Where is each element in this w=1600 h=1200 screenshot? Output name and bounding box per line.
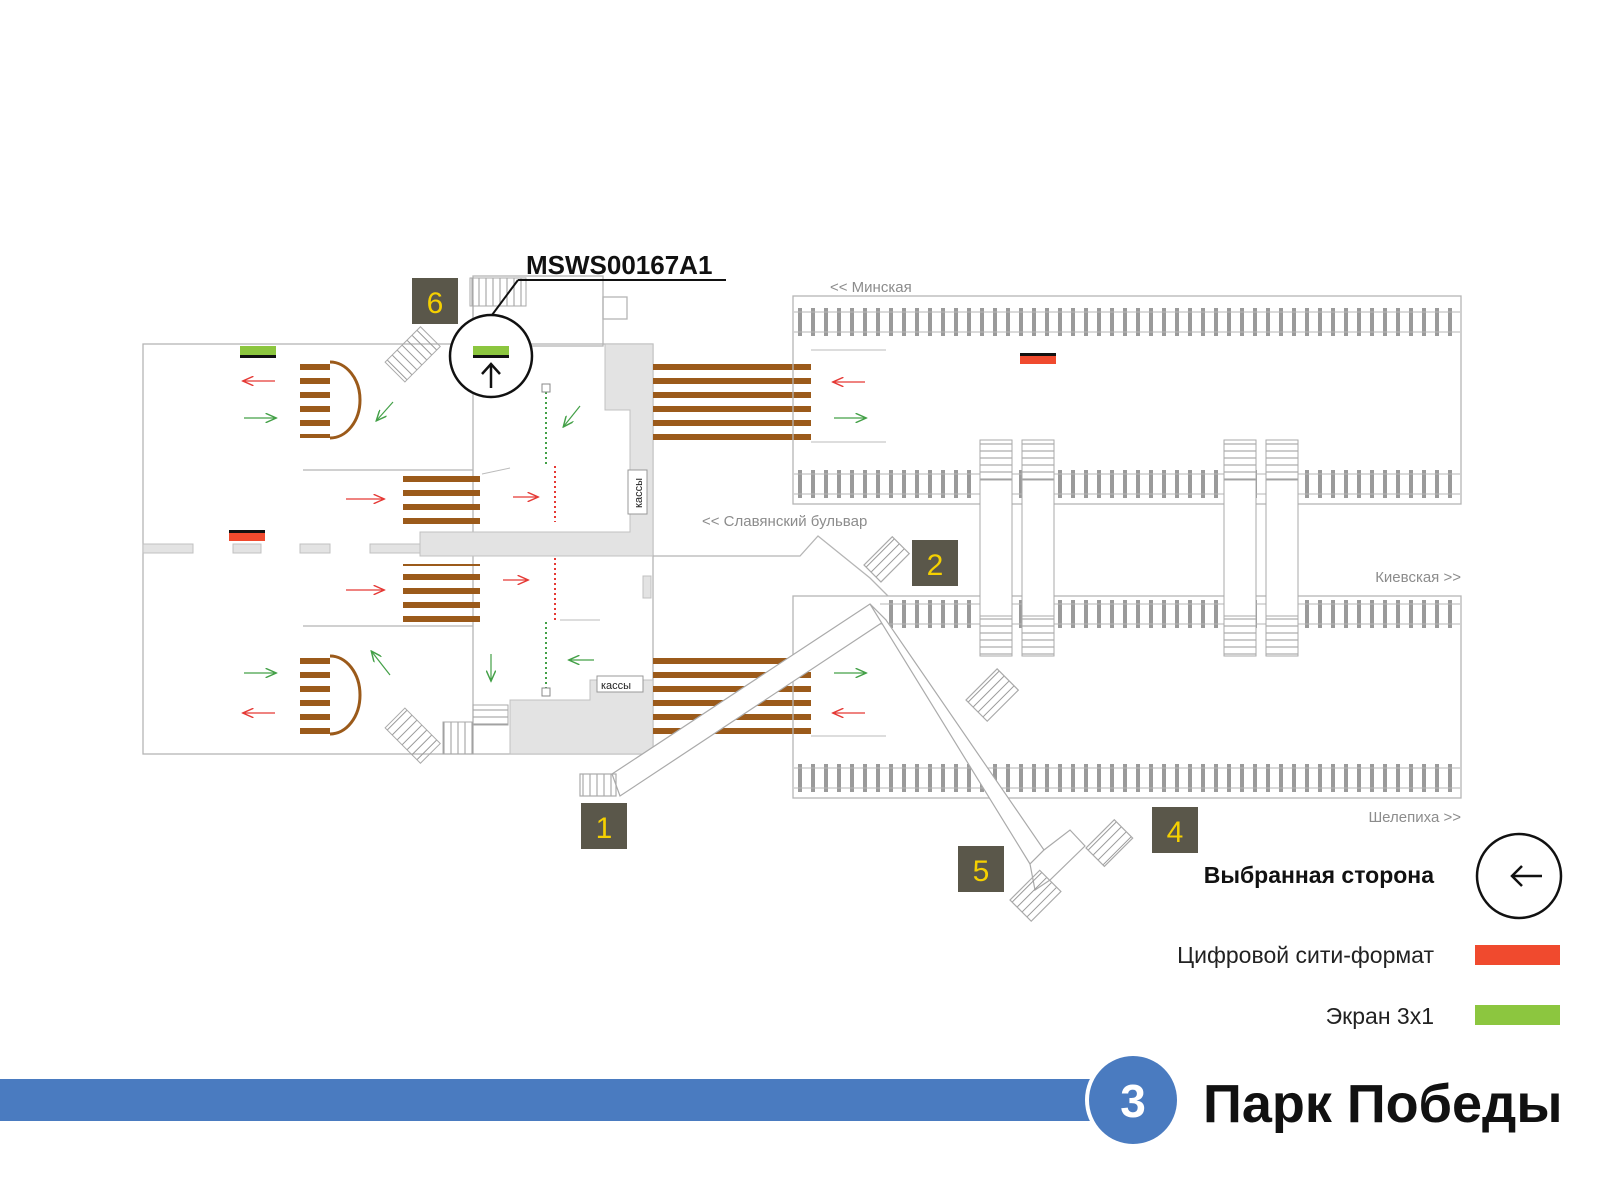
footbridges [979, 439, 1299, 657]
escalator-left-lower [300, 656, 330, 734]
direction-minskaya: << Минская [830, 279, 912, 296]
svg-text:1: 1 [596, 812, 613, 845]
track-minskaya [794, 308, 1460, 336]
flow-arrows [244, 381, 865, 713]
track-shelepikha [794, 764, 1460, 792]
svg-text:5: 5 [973, 855, 990, 888]
diagonal-passages [579, 535, 1134, 923]
entrance-5: 5 [958, 846, 1004, 892]
station-name: Парк Победы [1203, 1074, 1562, 1134]
escalator-mid-upper [403, 472, 480, 532]
svg-text:кассы: кассы [633, 478, 645, 508]
escalator-left-upper-arc [329, 360, 362, 440]
escalator-platform-upper [653, 360, 811, 442]
direction-kievskaya: Киевская >> [1375, 569, 1461, 586]
vestibule [142, 275, 654, 755]
track-slavyansky [794, 470, 1460, 498]
legend-selected-side: Выбранная сторона [1204, 862, 1434, 888]
entrance-6: 6 [412, 278, 458, 324]
arrow-up-circle-icon [481, 362, 501, 388]
svg-text:2: 2 [927, 549, 944, 582]
platform-outline [653, 295, 1462, 799]
escalator-left-lower-arc [329, 654, 362, 736]
direction-shelepikha: Шелепиха >> [1368, 809, 1461, 826]
arrow-left-circle-icon [1475, 832, 1563, 920]
kassy-upper: кассы [627, 469, 648, 515]
ad-markers [229, 346, 1056, 541]
svg-text:6: 6 [427, 287, 444, 320]
svg-text:4: 4 [1167, 816, 1184, 849]
screen-3x1-marker [240, 346, 276, 358]
escalator-mid-lower [403, 564, 480, 626]
gray-walls [142, 343, 654, 755]
track-kievskaya [880, 600, 1460, 628]
digital-city-format-marker [229, 530, 265, 541]
line-number: 3 [1120, 1075, 1146, 1127]
station-footer: 3 Парк Победы [0, 1052, 1562, 1148]
metro-line-bar [0, 1079, 1090, 1121]
turnstiles [481, 383, 600, 697]
direction-slavyansky: << Славянский бульвар [702, 513, 867, 530]
legend-digital-city-format: Цифровой сити-формат [1177, 942, 1434, 968]
legend-red-swatch [1475, 945, 1560, 965]
escalator-left-upper [300, 362, 330, 438]
svg-text:кассы: кассы [601, 680, 631, 692]
kassy-lower: кассы [596, 675, 644, 693]
legend: Выбранная сторона Цифровой сити-формат Э… [1177, 832, 1563, 1029]
legend-green-swatch [1475, 1005, 1560, 1025]
legend-screen-3x1: Экран 3х1 [1326, 1003, 1434, 1029]
entrance-1: 1 [581, 803, 627, 849]
tracks [794, 308, 1460, 792]
screen-3x1-marker [473, 346, 509, 355]
digital-city-format-marker [1020, 353, 1056, 364]
entrance-4: 4 [1152, 807, 1198, 853]
screen-code: MSWS00167A1 [526, 250, 712, 280]
entrance-2: 2 [912, 540, 958, 586]
line-number-circle [1089, 1056, 1177, 1144]
selected-screen-callout: MSWS00167A1 [448, 250, 726, 399]
